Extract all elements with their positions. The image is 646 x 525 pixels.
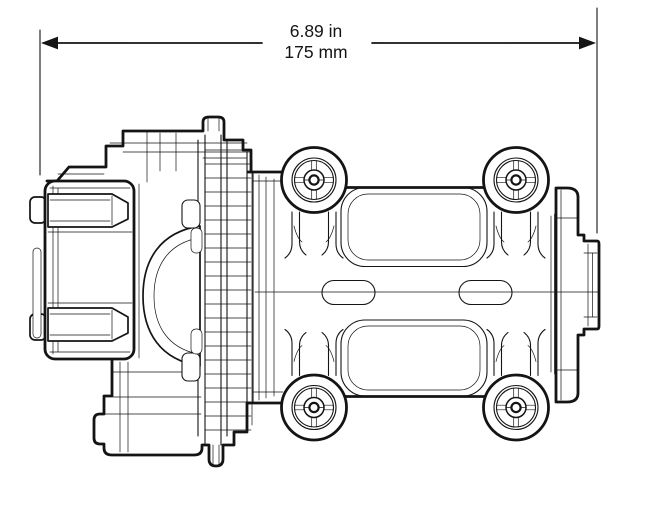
motor-body (246, 170, 555, 405)
bracket-opening-bottom (340, 319, 488, 397)
pump-housing (45, 115, 253, 468)
bracket-opening-top (340, 186, 488, 268)
mounting-foot-top-right (482, 146, 550, 214)
bearing-boss (583, 243, 598, 327)
motor-end-cap (554, 186, 601, 404)
housing-bottom-outline (92, 358, 251, 468)
mounting-foot-bottom-right (482, 373, 550, 442)
dimension-label-inches: 6.89 in (290, 21, 343, 41)
housing-top-outline (45, 115, 253, 183)
motor-slot-left (321, 279, 376, 306)
motor-slot-right (458, 279, 513, 306)
dimension-annotation: 6.89 in 175 mm (39, 7, 598, 234)
rib-plate (197, 134, 253, 446)
pump-head (29, 179, 136, 361)
switch-boss-top (181, 199, 201, 229)
diaphragm-dome (142, 225, 201, 367)
port-boss-bottom (47, 307, 129, 342)
mounting-foot-bottom-left (280, 373, 348, 442)
switch-boss-bottom (181, 352, 201, 382)
right-arrowhead-icon (579, 36, 596, 50)
port-boss-top (47, 193, 129, 228)
dimension-label-millimeters: 175 mm (284, 42, 347, 62)
mounting-foot-top-left (280, 146, 348, 214)
left-arrowhead-icon (41, 36, 58, 50)
